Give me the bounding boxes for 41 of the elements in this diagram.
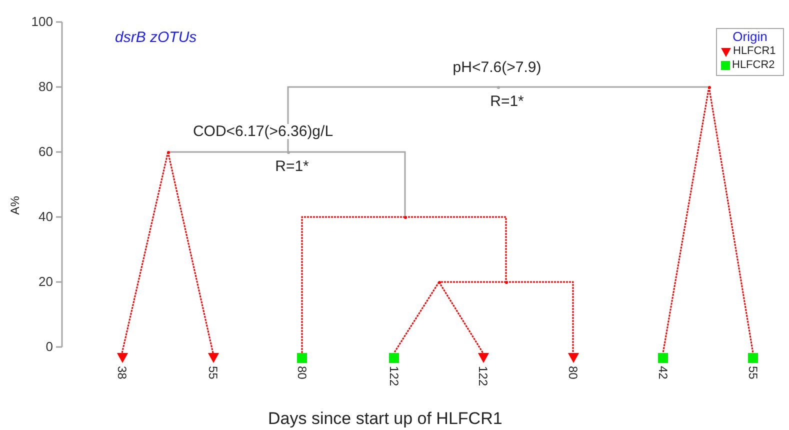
dendrogram-branch <box>405 216 507 282</box>
dendrogram-branch <box>393 282 440 354</box>
day-label: 122 <box>477 366 489 386</box>
dendrogram-branch <box>167 151 288 153</box>
tick-label: 100 <box>31 15 53 28</box>
branch-point <box>438 280 440 284</box>
day-label: 80 <box>567 366 579 380</box>
axis-title: Days since start up of HLFCR1 <box>268 410 502 427</box>
day-label: 80 <box>296 366 308 380</box>
dendrogram-branch <box>438 281 506 283</box>
tick-label: 60 <box>38 145 53 158</box>
dendrogram-branch <box>506 281 574 353</box>
dendrogram-branch <box>287 86 498 152</box>
dendrogram-branch <box>301 216 405 353</box>
legend-label: HLFCR2 <box>732 59 775 73</box>
day-label: 55 <box>207 366 219 380</box>
day-label: 55 <box>747 366 759 380</box>
split-label: COD<6.17(>6.36)g/L <box>192 124 334 139</box>
day-label: 42 <box>657 366 669 380</box>
branch-point <box>286 150 290 154</box>
day-label: 122 <box>388 366 400 386</box>
branch-point <box>404 216 406 218</box>
split-label: pH<7.6(>7.9) <box>452 60 542 75</box>
split-label: R=1* <box>274 159 310 174</box>
legend-title: Origin <box>732 29 768 46</box>
plot-title: dsrB zOTUs <box>115 30 197 45</box>
branch-point <box>504 280 508 284</box>
split-label: R=1* <box>489 94 525 109</box>
branch-point <box>708 86 710 88</box>
tick-label: 80 <box>38 80 53 93</box>
legend-label: HLFCR1 <box>733 45 776 59</box>
dendrogram-branch <box>438 282 484 354</box>
tick-label: 0 <box>46 340 53 353</box>
branch-point <box>166 150 170 154</box>
day-label: 38 <box>116 366 128 380</box>
dendrogram-branch <box>288 151 406 217</box>
axis-title: A% <box>9 196 21 215</box>
dendrogram-branch <box>498 86 710 88</box>
tick-label: 20 <box>38 275 53 288</box>
tick-label: 40 <box>38 210 53 223</box>
branch-point <box>496 86 500 88</box>
